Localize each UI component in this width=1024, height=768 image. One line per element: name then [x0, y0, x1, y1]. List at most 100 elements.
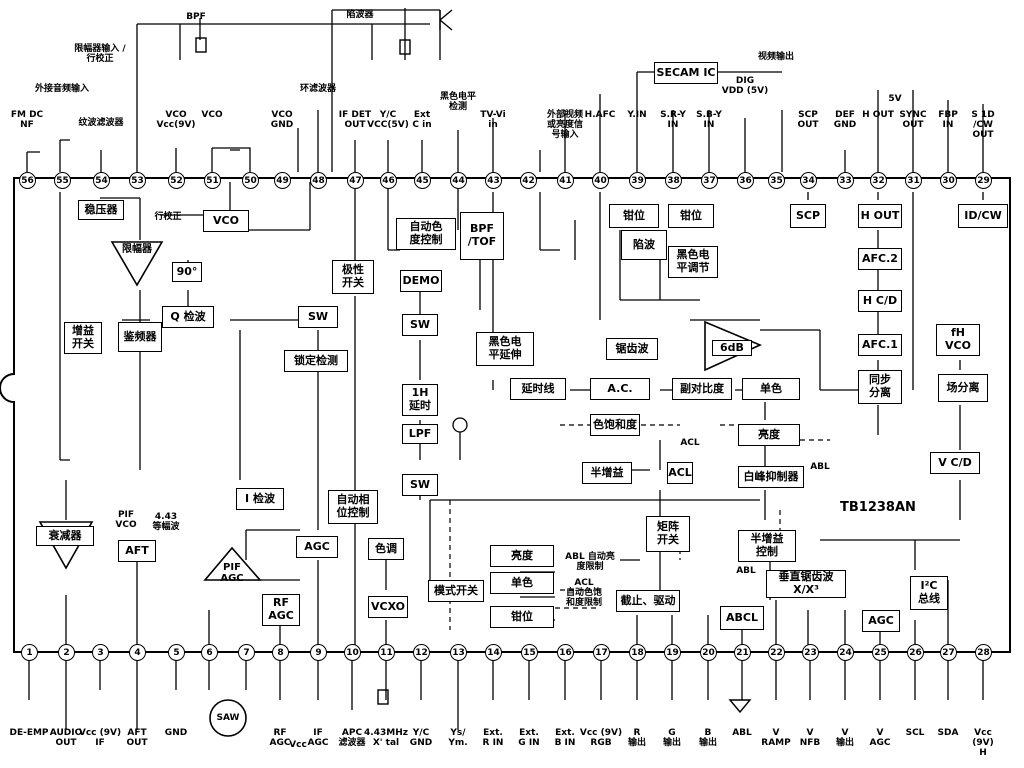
top-pin-48: 48 [310, 172, 327, 189]
bottom-pin-28: 28 [975, 644, 992, 661]
bottom-pin-13: 13 [450, 644, 467, 661]
bottom-pin-19: 19 [664, 644, 681, 661]
bottom-pin-label-18: R 输出 [627, 728, 647, 749]
block-regulator: 稳压器 [78, 200, 124, 220]
block-ac: A.C. [590, 378, 650, 400]
bottom-pin-label-26: SCL [905, 728, 925, 738]
bottom-pin-label-21: ABL [732, 728, 752, 738]
block-discriminator: 鉴频器 [118, 322, 162, 352]
annotation-vcc: Vcc [289, 740, 307, 750]
block-rf-agc: RF AGC [262, 594, 300, 626]
top-pin-label-38: S.R-Y IN [660, 110, 686, 131]
bottom-pin-label-9: IF AGC [307, 728, 329, 749]
block-h-out: H OUT [858, 204, 902, 228]
top-pin-label-46: Y/C VCC(5V) [367, 110, 409, 131]
block-matrix-sw: 矩阵 开关 [646, 516, 690, 552]
top-pin-label-55: 外接音频输入 [34, 84, 90, 94]
bottom-pin-11: 11 [378, 644, 395, 661]
top-pin-label-45: Ext C in [412, 110, 432, 131]
block-sawtooth: 锯齿波 [606, 338, 658, 360]
bottom-pin-20: 20 [700, 644, 717, 661]
top-pin-label-41: 外部视频 或亮度信 号输入 [546, 110, 584, 141]
bottom-pin-1: 1 [21, 644, 38, 661]
block-hue: 色调 [368, 538, 404, 560]
top-pin-label-37: S.B-Y IN [696, 110, 722, 131]
top-pin-34: 34 [800, 172, 817, 189]
top-pin-42: 42 [520, 172, 537, 189]
block-auto-color: 自动色 度控制 [396, 218, 456, 250]
bottom-pin-label-20: B 输出 [698, 728, 718, 749]
bottom-pin-label-28: Vcc (9V) H [972, 728, 994, 759]
block-secam-ic: SECAM IC [654, 62, 718, 84]
top-pin-label-43: TV-Vi in [480, 110, 506, 131]
top-pin-45: 45 [414, 172, 431, 189]
annotation-abl1: ABL [736, 566, 756, 576]
bottom-pin-16: 16 [557, 644, 574, 661]
chip-name: TB1238AN [840, 500, 916, 515]
block-vsaw: 垂直锯齿波 X/X³ [766, 570, 846, 598]
block-lpf: LPF [402, 424, 438, 444]
block-afc2: AFC.2 [858, 248, 902, 270]
bottom-pin-label-16: Ext. B IN [554, 728, 576, 749]
block-half-gain1: 半增益 [582, 462, 632, 484]
annotation-limiter-in: 限幅器输入 / 行校正 [74, 44, 126, 65]
top-pin-44: 44 [450, 172, 467, 189]
block-afc1: AFC.1 [858, 334, 902, 356]
top-pin-29: 29 [975, 172, 992, 189]
block-i-det: I 检波 [236, 488, 284, 510]
bottom-pin-label-13: Ys/ Ym. [448, 728, 468, 749]
top-pin-31: 31 [905, 172, 922, 189]
bottom-pin-15: 15 [521, 644, 538, 661]
block-saturation: 色饱和度 [590, 414, 640, 436]
bottom-pin-label-15: Ext. G IN [518, 728, 540, 749]
block-trap: 陷波 [621, 230, 667, 260]
top-pin-47: 47 [347, 172, 364, 189]
block-lock-det: 锁定检测 [284, 350, 348, 372]
block-cutoff-drive: 截止、驱动 [616, 590, 680, 612]
bottom-pin-6: 6 [201, 644, 218, 661]
top-pin-30: 30 [940, 172, 957, 189]
bottom-pin-label-1: DE-EMP [9, 728, 49, 738]
block-clamp2: 钳位 [668, 204, 714, 228]
bottom-pin-label-3: Vcc (9V) IF [78, 728, 122, 749]
top-pin-label-29: S 1D /CW OUT [971, 110, 995, 141]
top-pin-38: 38 [665, 172, 682, 189]
annotation-pif-vco: PIF VCO [115, 510, 137, 531]
bottom-pin-18: 18 [629, 644, 646, 661]
block-demo: DEMO [400, 270, 442, 292]
block-fh-vco: fH VCO [936, 324, 980, 356]
top-pin-label-30: FBP IN [938, 110, 958, 131]
bottom-pin-10: 10 [344, 644, 361, 661]
top-pin-51: 51 [204, 172, 221, 189]
top-pin-49: 49 [274, 172, 291, 189]
bottom-pin-2: 2 [58, 644, 75, 661]
top-pin-label-33: DEF GND [833, 110, 857, 131]
block-pif-agc: PIF AGC [220, 562, 244, 585]
block-mono3: 单色 [490, 572, 554, 594]
bottom-pin-label-11: 4.43MHz X' tal [364, 728, 408, 749]
bottom-pin-label-2: AUDIO OUT [49, 728, 83, 749]
bottom-pin-label-25: V AGC [869, 728, 891, 749]
annotation-abl-bright: ABL 自动亮 度限制 [565, 552, 615, 573]
bottom-pin-12: 12 [413, 644, 430, 661]
bottom-pin-26: 26 [907, 644, 924, 661]
top-pin-37: 37 [701, 172, 718, 189]
block-brightness2: 亮度 [490, 545, 554, 567]
block-delay-1h: 1H 延时 [402, 384, 438, 416]
block-clamp1: 钳位 [609, 204, 659, 228]
block-gain-sw: 增益 开关 [64, 322, 102, 354]
bottom-pin-22: 22 [768, 644, 785, 661]
top-pin-50: 50 [242, 172, 259, 189]
annotation-acl-sat: ACL 自动色饱 和度限制 [565, 578, 603, 609]
top-pin-53: 53 [129, 172, 146, 189]
top-pin-label-31: SYNC OUT [899, 110, 927, 131]
top-pin-label-44: 黑色电平 检测 [439, 92, 477, 113]
annotation-line-correct: 行校正 [154, 212, 182, 222]
top-pin-label-47: IF DET OUT [338, 110, 372, 131]
annotation-v5: 5V [888, 94, 902, 104]
block-abcl: ABCL [720, 606, 764, 630]
bottom-pin-17: 17 [593, 644, 610, 661]
block-black-ext: 黑色电 平延伸 [476, 332, 534, 366]
top-pin-label-34: SCP OUT [797, 110, 819, 131]
top-pin-40: 40 [592, 172, 609, 189]
